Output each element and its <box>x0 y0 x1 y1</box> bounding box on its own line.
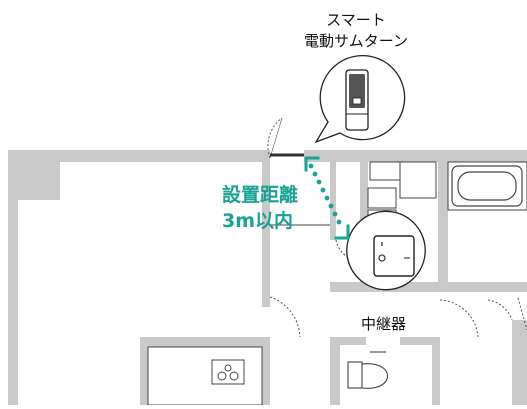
stove-icon <box>211 359 245 385</box>
thumb-turn-label-line2: 電動サムターン <box>304 32 408 50</box>
dotted-arrow-icon <box>304 156 350 240</box>
thumb-turn-label: スマート 電動サムターン <box>296 10 416 52</box>
toilet-icon <box>347 351 388 389</box>
smart-thumb-turn-icon <box>345 69 369 131</box>
distance-label-line1: 設置距離 <box>222 184 299 206</box>
walls <box>8 150 527 405</box>
distance-label: 設置距離 3m以内 <box>222 182 298 234</box>
thumb-turn-label-line1: スマート <box>326 11 386 29</box>
relay-device-icon <box>373 235 415 277</box>
door-swings <box>267 117 527 338</box>
distance-label-line2: 3m以内 <box>222 210 294 232</box>
bathtub-icon <box>451 165 523 207</box>
relay-label: 中継器 <box>361 315 407 333</box>
